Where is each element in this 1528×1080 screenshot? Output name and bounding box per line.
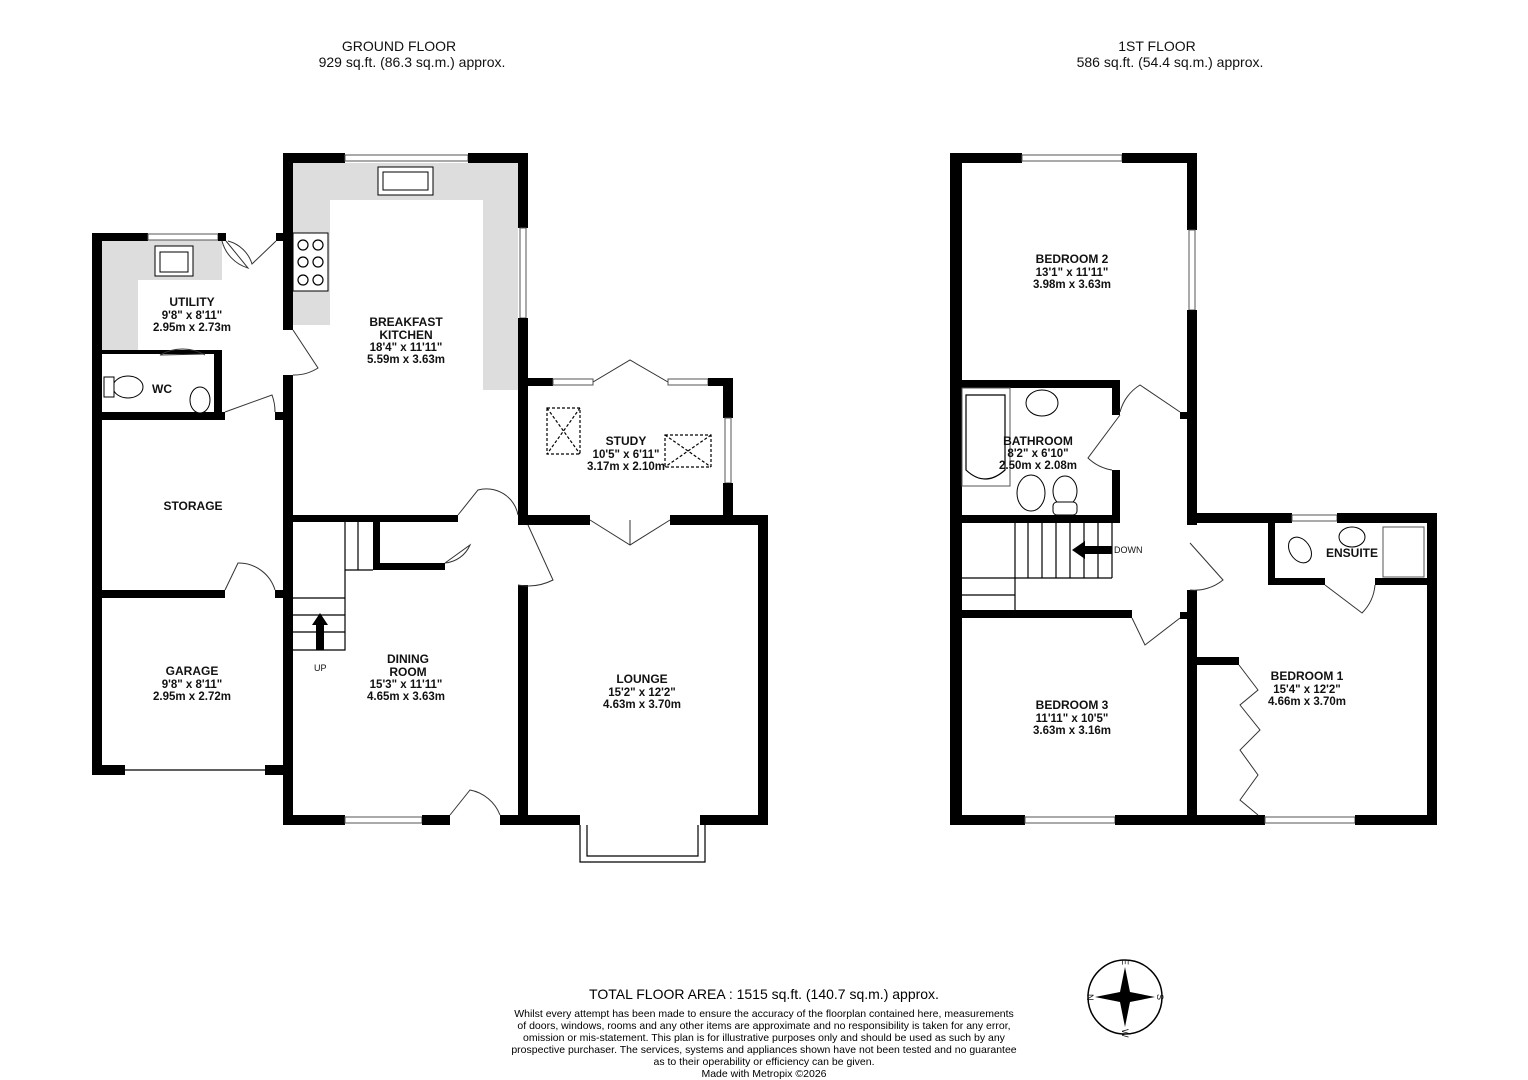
ensuite-toilet-icon bbox=[1288, 536, 1312, 564]
room-dims-metric: 5.59m x 3.63m bbox=[367, 354, 445, 366]
skylight-icon bbox=[664, 434, 712, 468]
room-name: ENSUITE bbox=[1326, 546, 1378, 560]
room-name: STORAGE bbox=[163, 499, 222, 513]
basin-icon bbox=[1025, 389, 1059, 417]
room-dims-imperial: 18'4" x 11'11" bbox=[370, 342, 443, 354]
room-name: BEDROOM 3 bbox=[1036, 698, 1109, 712]
disclaimer-line: of doors, windows, rooms and any other i… bbox=[517, 1020, 1010, 1032]
stairs-up-label: UP bbox=[314, 663, 327, 673]
room-name: BEDROOM 2 bbox=[1036, 252, 1109, 266]
room-name: KITCHEN bbox=[379, 328, 432, 342]
shower-icon bbox=[1382, 526, 1425, 578]
down-arrow-icon bbox=[1072, 541, 1112, 559]
compass-n: N bbox=[1085, 994, 1095, 1001]
room-dims-metric: 3.98m x 3.63m bbox=[1033, 279, 1111, 291]
room-dims-imperial: 8'2" x 6'10" bbox=[1007, 448, 1068, 460]
ground-floor-plan: UP BREAKFAST KITCHEN 18'4" x 11'11" 5.5 bbox=[92, 153, 768, 863]
room-name: BATHROOM bbox=[1003, 434, 1073, 448]
room-dims-imperial: 15'3" x 11'11" bbox=[370, 679, 443, 691]
room-name: UTILITY bbox=[169, 295, 214, 309]
room-dims-imperial: 11'11" x 10'5" bbox=[1036, 713, 1109, 725]
wc-toilet-icon bbox=[103, 375, 144, 399]
first-stairs bbox=[962, 523, 1113, 612]
room-name: STUDY bbox=[606, 434, 647, 448]
hob-icon bbox=[292, 232, 329, 292]
kitchen-sink-icon bbox=[377, 166, 434, 196]
compass-w: W bbox=[1120, 1029, 1130, 1038]
room-dims-metric: 2.95m x 2.73m bbox=[153, 322, 231, 334]
room-name: LOUNGE bbox=[616, 672, 667, 686]
room-dims-imperial: 10'5" x 6'11" bbox=[593, 449, 660, 461]
room-dims-metric: 2.95m x 2.72m bbox=[153, 691, 231, 703]
room-dims-metric: 3.17m x 2.10m bbox=[587, 461, 665, 473]
doors bbox=[159, 240, 671, 816]
compass-icon: E S W N bbox=[1085, 959, 1165, 1038]
room-name: ROOM bbox=[389, 665, 426, 679]
bidet-icon bbox=[1016, 474, 1046, 512]
room-dims-metric: 4.66m x 3.70m bbox=[1268, 696, 1346, 708]
first-floor-title: 1ST FLOOR bbox=[1118, 38, 1196, 54]
disclaimer-line: prospective purchaser. The services, sys… bbox=[511, 1044, 1016, 1056]
room-dims-imperial: 9'8" x 8'11" bbox=[162, 310, 223, 322]
room-dims-imperial: 15'4" x 12'2" bbox=[1273, 684, 1341, 696]
first-floor-plan: DOWN bbox=[950, 153, 1437, 825]
room-dims-imperial: 13'1" x 11'11" bbox=[1036, 267, 1109, 279]
toilet-icon bbox=[1052, 475, 1078, 516]
ground-stairs bbox=[293, 522, 373, 651]
room-name: GARAGE bbox=[166, 664, 219, 678]
room-name: DINING bbox=[387, 652, 429, 666]
stairs-down-label: DOWN bbox=[1114, 545, 1143, 555]
room-name: BEDROOM 1 bbox=[1271, 669, 1344, 683]
room-dims-metric: 3.63m x 3.16m bbox=[1033, 725, 1111, 737]
credit: Made with Metropix ©2026 bbox=[701, 1068, 826, 1080]
room-dims-imperial: 9'8" x 8'11" bbox=[162, 679, 223, 691]
wc-basin-icon bbox=[189, 386, 211, 414]
skylight-icon bbox=[546, 407, 581, 455]
total-floor-area: TOTAL FLOOR AREA : 1515 sq.ft. (140.7 sq… bbox=[589, 986, 939, 1002]
bath-icon bbox=[961, 387, 1011, 487]
ensuite-basin-icon bbox=[1338, 526, 1366, 548]
room-name: BREAKFAST bbox=[369, 315, 443, 329]
disclaimer-line: Whilst every attempt has been made to en… bbox=[514, 1008, 1014, 1020]
up-arrow-icon bbox=[312, 613, 328, 650]
disclaimer-line: as to their operability or efficiency ca… bbox=[653, 1056, 874, 1068]
room-dims-metric: 4.65m x 3.63m bbox=[367, 691, 445, 703]
first-floor-area: 586 sq.ft. (54.4 sq.m.) approx. bbox=[1077, 54, 1264, 70]
ground-floor-area: 929 sq.ft. (86.3 sq.m.) approx. bbox=[319, 54, 506, 70]
room-name: WC bbox=[152, 382, 172, 396]
compass-e: E bbox=[1120, 959, 1130, 965]
kitchen-worktop bbox=[293, 163, 518, 390]
room-dims-metric: 2.50m x 2.08m bbox=[999, 460, 1077, 472]
ground-floor-title: GROUND FLOOR bbox=[342, 38, 456, 54]
room-dims-metric: 4.63m x 3.70m bbox=[603, 699, 681, 711]
compass-s: S bbox=[1155, 994, 1165, 1000]
doors bbox=[1087, 384, 1376, 816]
room-dims-imperial: 15'2" x 12'2" bbox=[608, 687, 676, 699]
utility-sink-icon bbox=[154, 245, 194, 277]
disclaimer-line: omission or mis-statement. This plan is … bbox=[523, 1032, 1006, 1044]
